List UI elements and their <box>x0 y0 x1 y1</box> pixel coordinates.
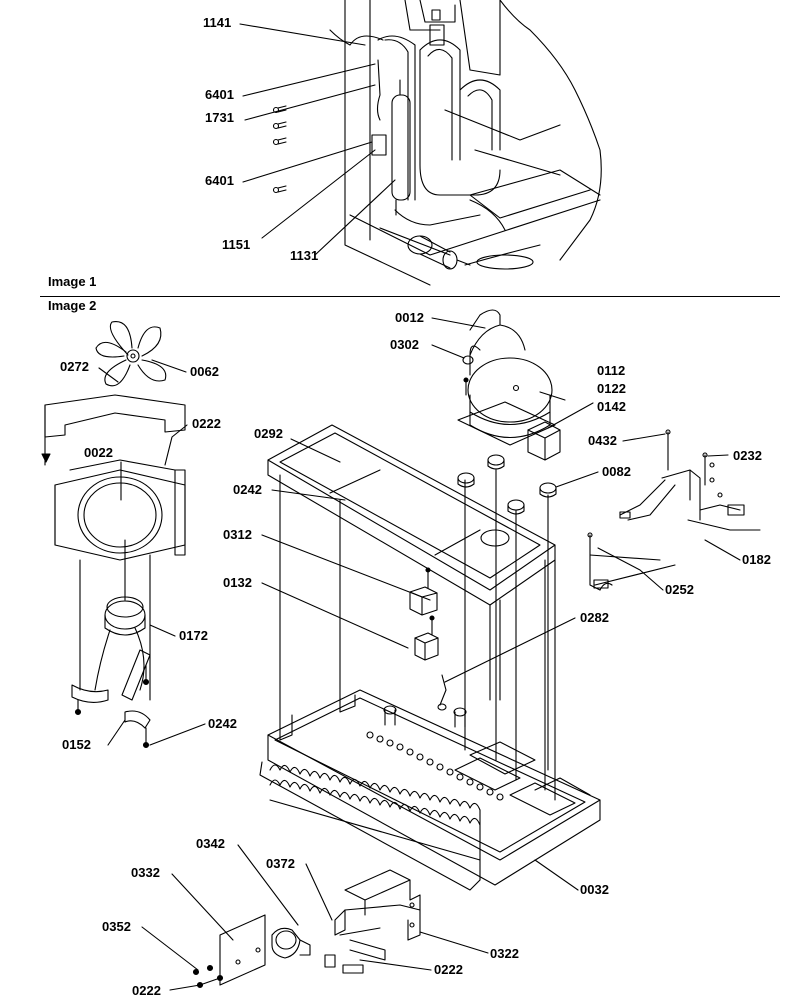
image1-screws <box>274 106 287 193</box>
label-0272: 0272 <box>60 359 89 374</box>
wire-harness-0252 <box>588 533 675 590</box>
caption-image-1: Image 1 <box>48 274 97 289</box>
label-0172: 0172 <box>179 628 208 643</box>
label-0302: 0302 <box>390 337 419 352</box>
label-0112: 0112 <box>597 363 626 378</box>
compressor <box>458 310 565 460</box>
label-0022: 0022 <box>84 445 113 460</box>
image1-cabinet-wall <box>345 0 601 285</box>
control-relays <box>410 568 438 660</box>
image1-tubing <box>378 0 505 230</box>
label-0252: 0252 <box>665 582 694 597</box>
fan-blade <box>96 322 166 386</box>
label-0152: 0152 <box>62 737 91 752</box>
label-1731: 1731 <box>205 110 234 125</box>
image1-cap-tube <box>330 30 383 120</box>
motor-brackets <box>72 650 150 748</box>
thermistor <box>438 675 446 710</box>
condenser-fan-motor <box>220 915 335 985</box>
wire-harness-0182 <box>620 430 760 530</box>
bottom-screws <box>194 966 223 988</box>
condenser-fan-shroud <box>335 870 420 973</box>
label-0222-right: 0222 <box>434 962 463 977</box>
label-0122: 0122 <box>597 381 626 396</box>
label-0342: 0342 <box>196 836 225 851</box>
condenser-base <box>260 690 600 890</box>
label-0292: 0292 <box>254 426 283 441</box>
label-0012: 0012 <box>395 310 424 325</box>
label-0082: 0082 <box>602 464 631 479</box>
label-1141: 1141 <box>203 15 232 30</box>
label-0352: 0352 <box>102 919 131 934</box>
label-1131: 1131 <box>290 248 319 263</box>
label-0222-bottom: 0222 <box>132 983 161 998</box>
image1-drier <box>372 80 410 215</box>
fan-shroud <box>42 395 185 465</box>
image-separator <box>40 296 780 297</box>
drain-pan <box>268 425 555 800</box>
label-0312: 0312 <box>223 527 252 542</box>
label-1151: 1151 <box>222 237 251 252</box>
fan-bracket <box>55 460 185 700</box>
label-0432: 0432 <box>588 433 617 448</box>
label-6401: 6401 <box>205 87 234 102</box>
image2-leader-lines <box>99 318 740 990</box>
image1-condenser-motor <box>408 236 470 269</box>
label-6401-lower: 6401 <box>205 173 234 188</box>
label-0242-lower: 0242 <box>208 716 237 731</box>
label-0242-upper: 0242 <box>233 482 262 497</box>
label-0142: 0142 <box>597 399 626 414</box>
label-0222-top: 0222 <box>192 416 221 431</box>
label-0282: 0282 <box>580 610 609 625</box>
compressor-screws <box>464 378 468 395</box>
grommets <box>458 455 556 514</box>
label-0332: 0332 <box>131 865 160 880</box>
label-0372: 0372 <box>266 856 295 871</box>
fan-motor <box>95 540 145 690</box>
label-0062: 0062 <box>190 364 219 379</box>
label-0322: 0322 <box>490 946 519 961</box>
caption-image-2: Image 2 <box>48 298 97 313</box>
label-0232: 0232 <box>733 448 762 463</box>
label-0032: 0032 <box>580 882 609 897</box>
image1-leader-lines <box>240 24 395 255</box>
label-0182: 0182 <box>742 552 771 567</box>
label-0132: 0132 <box>223 575 252 590</box>
